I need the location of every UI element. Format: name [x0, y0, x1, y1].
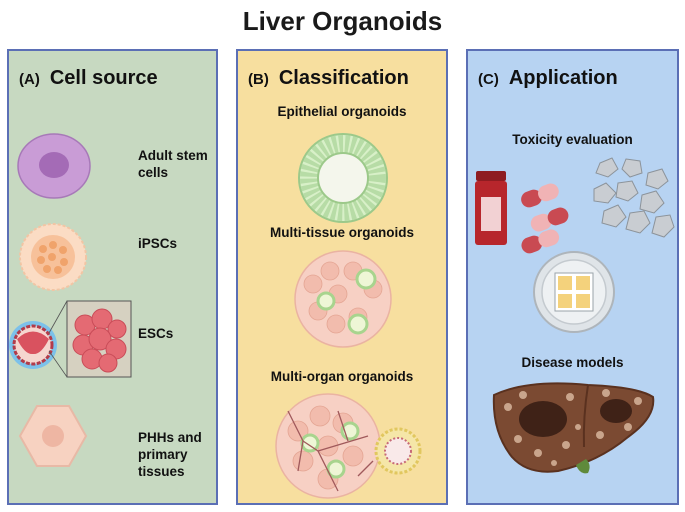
phh-cell-icon: [18, 405, 88, 467]
multi-organ-organoid-icon: [275, 393, 422, 499]
panel-application: (C) Application Toxicity evaluation Disea…: [466, 49, 679, 505]
multi-tissue-organoid-icon: [294, 250, 392, 348]
panel-c-header: (C) Application: [478, 67, 618, 90]
panel-b-heading: Classification: [278, 67, 409, 89]
label-toxicity-evaluation: Toxicity evaluation: [512, 132, 633, 147]
panel-a-heading: Cell source: [49, 67, 158, 89]
label-multi-organ-organoids: Multi-organ organoids: [270, 369, 414, 384]
esc-blastocyst-icon: [9, 300, 132, 378]
label-multi-tissue-organoids: Multi-tissue organoids: [269, 225, 414, 240]
label-disease-models: Disease models: [521, 355, 624, 370]
ipsc-cluster-icon: [19, 223, 87, 291]
pill-bottle-icon: [475, 171, 507, 245]
panel-classification: (B) Classification Epithelial organoids M…: [236, 49, 448, 505]
toxic-crystals-icon: [593, 157, 675, 238]
panel-c-heading: Application: [508, 67, 618, 89]
petri-dish-icon: [533, 251, 615, 333]
label-escs: ESCs: [138, 326, 174, 341]
panel-b-letter: (B): [248, 71, 269, 88]
panel-a-letter: (A): [19, 71, 40, 88]
panel-cell-source: (A) Cell source Adult stem cells iPSCs ES…: [7, 49, 218, 505]
label-phhs: PHHs and primary tissues: [138, 430, 202, 479]
panel-b-header: (B) Classification: [248, 67, 409, 90]
label-ipscs: iPSCs: [138, 236, 178, 251]
label-adult-stem-cells: Adult stem cells: [138, 148, 208, 180]
panel-a-header: (A) Cell source: [19, 67, 158, 90]
page-title: Liver Organoids: [242, 6, 443, 36]
capsules-icon: [521, 183, 569, 254]
epithelial-organoid-icon: [298, 133, 388, 223]
panel-c-letter: (C): [478, 71, 499, 88]
diseased-liver-icon: [492, 382, 655, 474]
label-epithelial-organoids: Epithelial organoids: [277, 104, 407, 119]
adult-stem-cell-icon: [17, 133, 91, 199]
